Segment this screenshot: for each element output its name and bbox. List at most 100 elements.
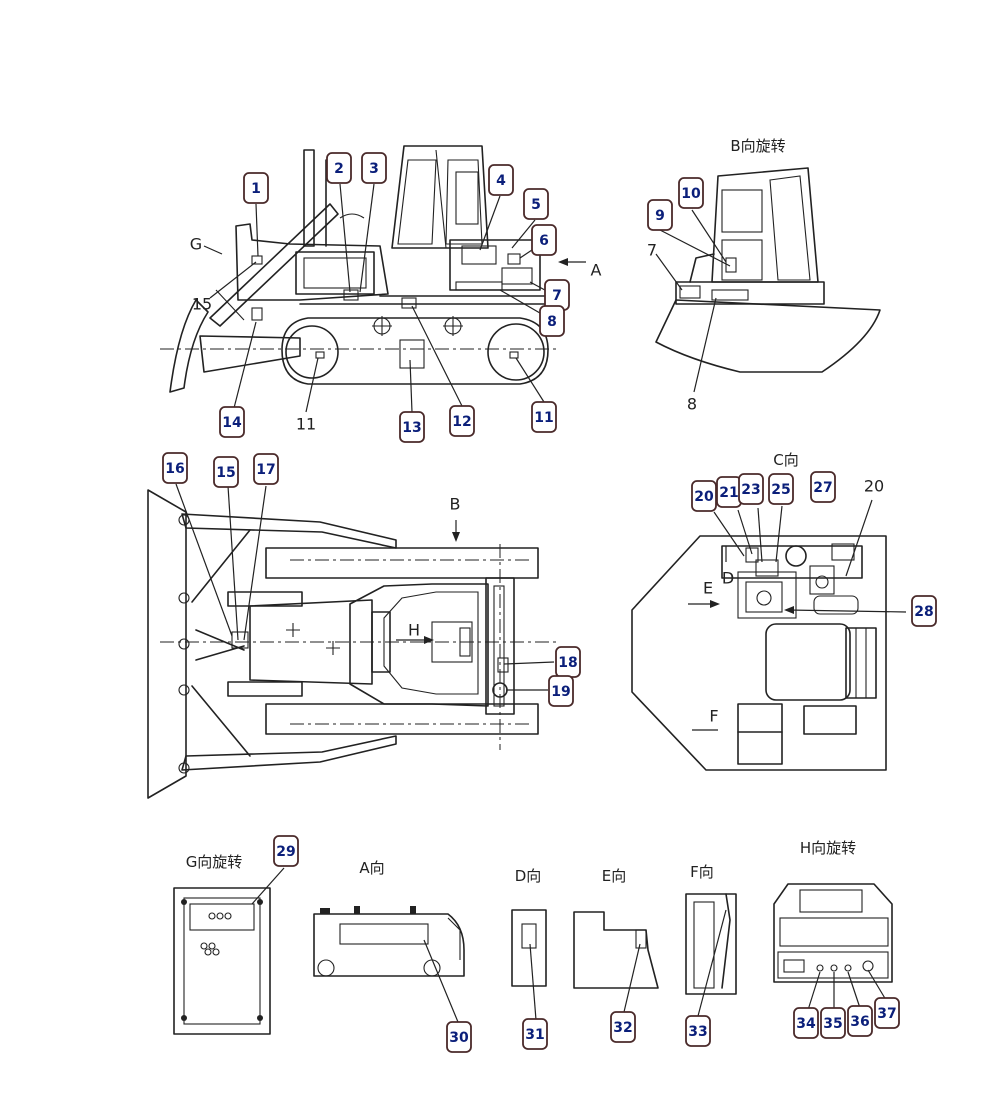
callout-badge: 28 — [911, 595, 937, 627]
callout-number: 7 — [552, 288, 562, 304]
callout-number: 13 — [402, 420, 421, 436]
callout-badge: 27 — [810, 471, 836, 503]
callout-badge: 1 — [243, 172, 269, 204]
callout-number: 36 — [850, 1014, 869, 1030]
e-view-drawing — [573, 911, 659, 989]
callout-number: 6 — [539, 233, 549, 249]
callout-number: 15 — [216, 465, 235, 481]
callout-badge: 15 — [213, 456, 239, 488]
b-view-drawing — [655, 167, 881, 373]
callout-number: 1 — [251, 181, 261, 197]
h-view-drawing — [773, 883, 893, 983]
callout-number: 10 — [681, 186, 701, 202]
side-view-leaders — [209, 183, 557, 413]
callout-badge: 17 — [253, 453, 279, 485]
callout-number: 23 — [741, 482, 760, 498]
callout-badge: 11 — [531, 401, 557, 433]
callout-badge: 32 — [610, 1011, 636, 1043]
callout-badge: 34 — [793, 1007, 819, 1039]
view-title-c: C向 — [773, 451, 798, 469]
plain-label-15: 15 — [192, 295, 212, 314]
view-title-g-rotate: G向旋转 — [186, 853, 243, 871]
plain-label-f: F — [709, 707, 718, 726]
plain-label-11: 11 — [296, 415, 316, 434]
callout-badge: 4 — [488, 164, 514, 196]
callout-number: 5 — [531, 197, 541, 213]
callout-number: 8 — [547, 314, 557, 330]
callout-badge: 3 — [361, 152, 387, 184]
callout-number: 25 — [771, 482, 790, 498]
callout-badge: 6 — [531, 224, 557, 256]
callout-number: 29 — [276, 844, 295, 860]
callout-number: 35 — [823, 1016, 842, 1032]
callout-number: 16 — [165, 461, 184, 477]
callout-number: 27 — [813, 480, 832, 496]
callout-number: 3 — [369, 161, 379, 177]
d-view-drawing — [511, 909, 547, 987]
callout-badge: 37 — [874, 997, 900, 1029]
g-view-drawing — [173, 887, 271, 1035]
plain-label-b: B — [450, 495, 461, 514]
callout-badge: 33 — [685, 1015, 711, 1047]
c-view-drawing — [631, 535, 887, 771]
callout-number: 31 — [525, 1027, 544, 1043]
callout-badge: 18 — [555, 646, 581, 678]
callout-badge: 14 — [219, 406, 245, 438]
callout-badge: 12 — [449, 405, 475, 437]
plain-label-7: 7 — [647, 241, 657, 260]
view-title-f: F向 — [690, 863, 714, 881]
b-view-leaders — [655, 209, 731, 393]
callout-number: 9 — [655, 208, 665, 224]
side-view-drawing — [160, 145, 586, 393]
plain-label-e: E — [703, 579, 713, 598]
callout-number: 11 — [534, 410, 553, 426]
callout-badge: 35 — [820, 1007, 846, 1039]
callout-number: 18 — [558, 655, 577, 671]
callout-badge: 10 — [678, 177, 704, 209]
callout-number: 2 — [334, 161, 344, 177]
top-view-leaders — [175, 483, 555, 691]
callout-badge: 31 — [522, 1018, 548, 1050]
callout-number: 30 — [449, 1030, 469, 1046]
callout-badge: 13 — [399, 411, 425, 443]
callout-badge: 21 — [716, 476, 742, 508]
callout-badge: 23 — [738, 473, 764, 505]
callout-number: 4 — [496, 173, 506, 189]
view-title-d: D向 — [515, 867, 542, 885]
callout-badge: 8 — [539, 305, 565, 337]
callout-number: 37 — [877, 1006, 896, 1022]
c-view-leaders — [713, 499, 907, 614]
plain-label-g: G — [190, 235, 202, 254]
callout-badge: 36 — [847, 1005, 873, 1037]
callout-badge: 29 — [273, 835, 299, 867]
callout-badge: 5 — [523, 188, 549, 220]
view-title-h-rotate: H向旋转 — [800, 839, 856, 857]
view-title-a: A向 — [359, 859, 384, 877]
f-view-drawing — [685, 893, 737, 995]
callout-number: 21 — [719, 485, 738, 501]
callout-badge: 30 — [446, 1021, 472, 1053]
view-title-b-rotate: B向旋转 — [730, 137, 785, 155]
plain-label-8: 8 — [687, 395, 697, 414]
callout-badge: 20 — [691, 480, 717, 512]
callout-badge: 2 — [326, 152, 352, 184]
callout-number: 28 — [914, 604, 933, 620]
callout-number: 33 — [688, 1024, 707, 1040]
callout-badge: 25 — [768, 473, 794, 505]
plain-label-h: H — [408, 621, 420, 640]
view-title-e: E向 — [602, 867, 626, 885]
callout-number: 17 — [256, 462, 275, 478]
top-view-drawing — [147, 489, 556, 799]
callout-badge: 9 — [647, 199, 673, 231]
plain-label-a: A — [591, 261, 602, 280]
callout-number: 34 — [796, 1016, 816, 1032]
callout-number: 12 — [452, 414, 471, 430]
callout-number: 32 — [613, 1020, 632, 1036]
callout-badge: 19 — [548, 675, 574, 707]
callout-badge: 16 — [162, 452, 188, 484]
plain-label-20: 20 — [864, 477, 884, 496]
callout-number: 20 — [694, 489, 714, 505]
